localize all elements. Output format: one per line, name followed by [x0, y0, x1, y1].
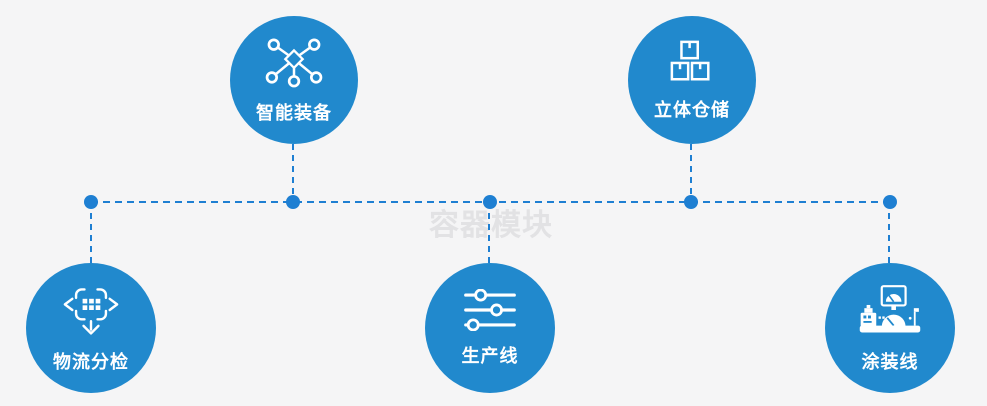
node-production-line[interactable]: 生产线 — [425, 263, 555, 393]
junction-dot — [684, 195, 698, 209]
watermark: 容器模块 — [429, 209, 553, 242]
junction-dot — [883, 195, 897, 209]
connector-logistics — [90, 202, 92, 264]
node-warehouse[interactable]: 立体仓储 — [628, 16, 756, 144]
connector-production — [488, 202, 490, 264]
node-coating-line[interactable]: 涂装线 — [825, 263, 955, 393]
junction-dot — [84, 195, 98, 209]
node-label: 生产线 — [461, 345, 519, 366]
control-console-icon — [857, 283, 923, 337]
node-label: 涂装线 — [861, 351, 919, 372]
node-smart-equipment[interactable]: 智能装备 — [230, 16, 358, 144]
node-label: 物流分检 — [53, 351, 129, 372]
node-label: 立体仓储 — [654, 99, 730, 120]
network-nodes-icon — [263, 36, 325, 88]
connector-coating — [888, 202, 890, 264]
stacked-boxes-icon — [669, 39, 715, 85]
sliders-icon — [462, 288, 518, 331]
connector-warehouse — [690, 144, 692, 202]
junction-dot — [286, 195, 300, 209]
sort-dispatch-icon — [63, 283, 119, 337]
connector-smart-equipment — [292, 144, 294, 202]
node-logistics-sorting[interactable]: 物流分检 — [26, 263, 156, 393]
node-label: 智能装备 — [256, 102, 332, 123]
junction-dot — [483, 195, 497, 209]
